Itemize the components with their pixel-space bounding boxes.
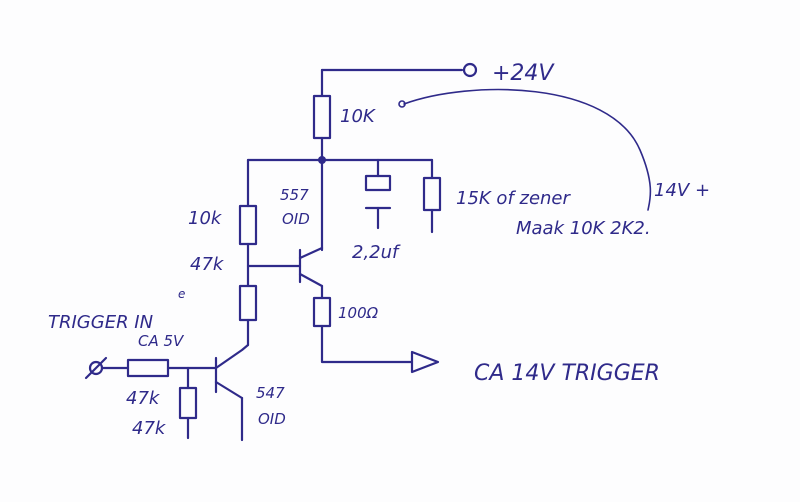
output-label: CA 14V TRIGGER xyxy=(474,361,660,386)
resistor-47k-mid-label: 47k xyxy=(190,254,225,275)
main-bus xyxy=(246,156,434,252)
capacitor-2u2 xyxy=(364,174,392,230)
trigger-in-ca: CA 5V xyxy=(138,332,185,350)
output-arrow xyxy=(410,350,440,374)
transistor-547 xyxy=(214,343,250,442)
note-15k-zener: 15K of zener xyxy=(456,188,572,209)
resistor-47k-mid xyxy=(238,284,258,347)
resistor-47k-in2-label: 47k xyxy=(132,418,167,439)
transistor-557-type: 557 xyxy=(280,186,309,204)
resistor-10k-top xyxy=(312,94,332,162)
resistor-100ohm xyxy=(312,296,440,374)
resistor-10k-top-label: 10K xyxy=(340,106,376,127)
note-14v: 14V + xyxy=(654,180,710,201)
resistor-100ohm-label: 100Ω xyxy=(338,304,379,322)
transistor-547-type: 547 xyxy=(256,384,285,402)
resistor-10k-left-label: 10k xyxy=(188,208,223,229)
resistor-10k-left xyxy=(238,204,258,287)
transistor-557 xyxy=(246,246,324,300)
trigger-in-label: TRIGGER IN xyxy=(48,312,153,333)
trigger-input xyxy=(84,356,218,440)
jumper-curve xyxy=(403,88,652,211)
note-maak: Maak 10K 2K2. xyxy=(516,218,651,239)
resistor-47k-in1-label: 47k xyxy=(126,388,161,409)
supply-wire xyxy=(320,62,478,97)
capacitor-label: 2,2uf xyxy=(352,242,401,263)
supply-label: +24V xyxy=(492,61,555,86)
transistor-547-pins: OID xyxy=(258,410,286,428)
transistor-557-pins: OID xyxy=(282,210,310,228)
resistor-15k xyxy=(422,176,442,234)
trigger-in-e: e xyxy=(178,287,185,301)
